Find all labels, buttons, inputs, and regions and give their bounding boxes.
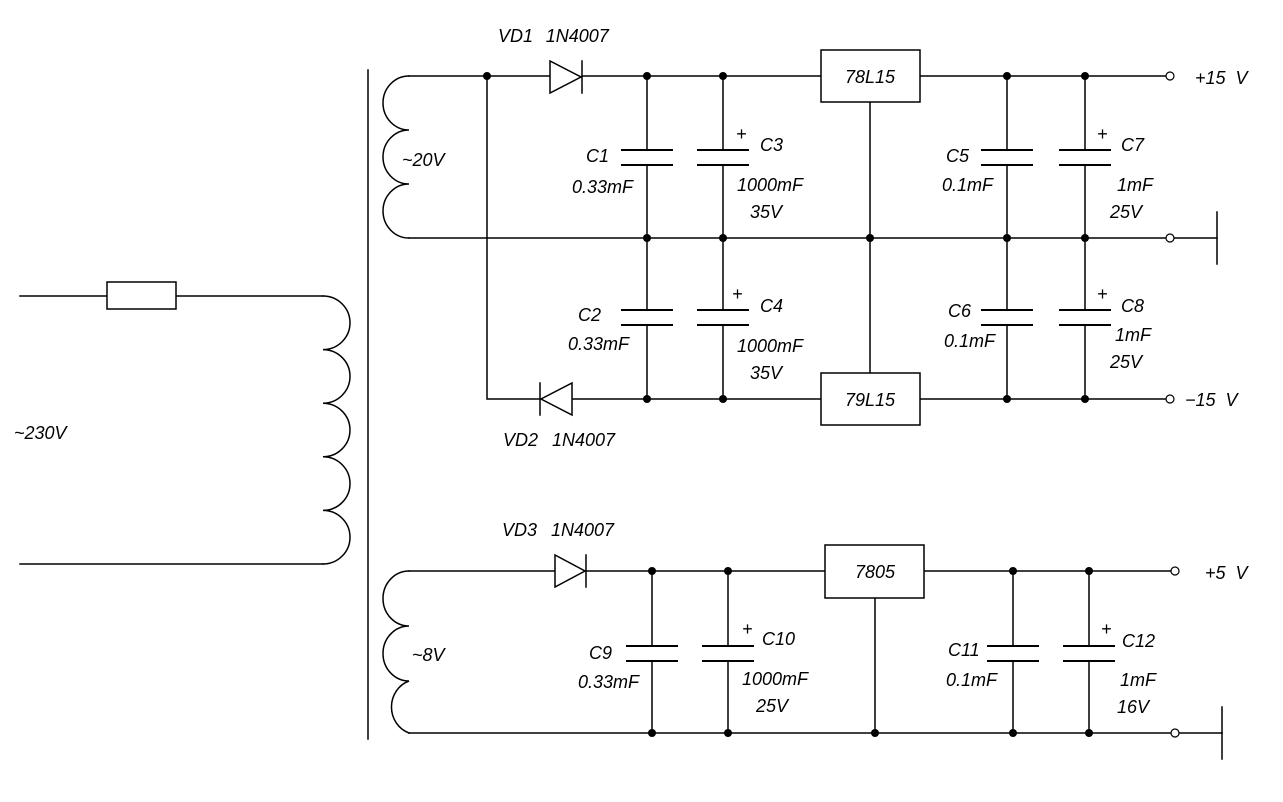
c12-polarity: + [1101,619,1112,639]
regulator-7805-label: 7805 [855,562,896,582]
c1-ref: C1 [586,146,609,166]
c7-ref: C7 [1121,135,1145,155]
c8-polarity: + [1097,284,1108,304]
fuse [106,281,177,310]
c5-ref: C5 [946,146,970,166]
capacitor-c10 [702,570,754,734]
c12-voltage: 16V [1117,697,1151,717]
c12-value: 1mF [1120,670,1157,690]
capacitor-c7 [1059,75,1111,239]
capacitor-c1 [621,75,673,239]
c10-ref: C10 [762,629,795,649]
primary-circuit: ~230V [14,69,369,740]
c9-ref: C9 [589,643,612,663]
c3-value: 1000mF [737,175,804,195]
regulator-78l15 [820,49,921,103]
c6-value: 0.1mF [944,331,996,351]
regulator-79l15-label: 79L15 [845,390,896,410]
capacitor-c12 [1063,570,1115,734]
c7-voltage: 25V [1109,202,1144,222]
capacitor-c5 [981,75,1033,239]
secondary1-voltage-label: ~20V [402,150,447,170]
secondary-winding-20v [382,75,410,239]
c4-value: 1000mF [737,336,804,356]
regulator-79l15 [820,372,921,426]
junction-dots-dual [483,72,1089,403]
terminal-ground-dual [1165,233,1175,243]
c9-value: 0.33mF [578,672,640,692]
c3-voltage: 35V [750,202,784,222]
mains-voltage-label: ~230V [14,423,69,443]
primary-winding [322,295,351,565]
c10-polarity: + [742,619,753,639]
c11-ref: C11 [948,640,980,660]
junction-dots-single [648,567,1093,737]
c12-ref: C12 [1122,631,1155,651]
c4-voltage: 35V [750,363,784,383]
output-plus15-label: +15 V [1195,68,1250,88]
regulator-7805 [824,544,925,599]
capacitor-c11 [987,570,1039,734]
c11-value: 0.1mF [946,670,998,690]
regulator-78l15-label: 78L15 [845,67,896,87]
c8-voltage: 25V [1109,352,1144,372]
diode-vd3 [554,553,587,589]
capacitor-c6 [981,237,1033,400]
c3-ref: C3 [760,135,783,155]
c2-ref: C2 [578,305,601,325]
c5-value: 0.1mF [942,175,994,195]
c3-polarity: + [736,124,747,144]
c4-ref: C4 [760,296,783,316]
capacitor-c2 [621,237,673,400]
terminal-minus15 [1165,394,1175,404]
c4-polarity: + [732,284,743,304]
c6-ref: C6 [948,301,972,321]
capacitor-c3 [697,75,749,239]
output-minus15-label: −15 V [1185,390,1240,410]
terminal-ground-5v [1170,728,1180,738]
capacitor-c4 [697,237,749,400]
secondary-winding-8v [382,570,410,734]
output-plus5-label: +5 V [1205,563,1250,583]
c2-value: 0.33mF [568,334,630,354]
capacitor-c8 [1059,237,1111,400]
capacitor-c9 [626,570,678,734]
diode-vd2 [539,381,573,417]
secondary2-voltage-label: ~8V [412,645,447,665]
c10-value: 1000mF [742,669,809,689]
diode-vd1 [549,59,583,95]
c1-value: 0.33mF [572,177,634,197]
c7-polarity: + [1097,124,1108,144]
c8-ref: C8 [1121,296,1144,316]
c7-value: 1mF [1117,175,1154,195]
c10-voltage: 25V [755,696,790,716]
c8-value: 1mF [1115,325,1152,345]
terminal-plus15 [1165,71,1175,81]
terminal-plus5 [1170,566,1180,576]
